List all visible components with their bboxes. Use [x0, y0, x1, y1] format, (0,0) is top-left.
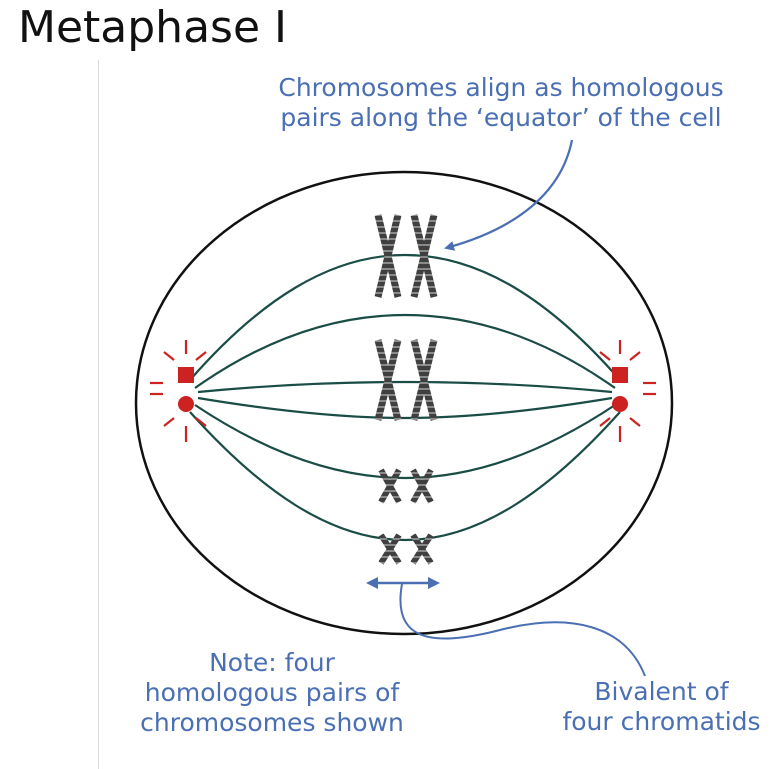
- bivalent-pointer-line: [399, 583, 646, 677]
- bivalent-annotation-line: four chromatids: [562, 707, 761, 736]
- align-annotation: Chromosomes align as homologous pairs al…: [226, 73, 776, 133]
- homologous-pair-1: [374, 214, 438, 298]
- note-annotation-line: chromosomes shown: [140, 708, 404, 737]
- spindle-fiber: [189, 411, 621, 542]
- bivalent-annotation: Bivalent of four chromatids: [554, 677, 769, 737]
- spindle-fiber: [197, 396, 613, 420]
- spindle-fiber: [194, 313, 616, 389]
- spindle-fiber: [189, 253, 621, 381]
- centrosome-right-icon: [599, 340, 656, 442]
- centrosome-left-icon: [150, 340, 207, 442]
- align-pointer-arrow: [444, 139, 574, 251]
- note-annotation-line: homologous pairs of: [144, 678, 400, 707]
- cell-membrane: [134, 170, 674, 636]
- figure-frame: [98, 60, 781, 769]
- homologous-pair-2: [374, 339, 438, 421]
- spindle-fiber: [194, 404, 616, 480]
- double-arrow-icon: [366, 577, 440, 589]
- bivalent-annotation-line: Bivalent of: [594, 677, 729, 706]
- chromosomes: [374, 214, 438, 565]
- spindle-fiber: [197, 380, 613, 394]
- homologous-pair-3: [378, 468, 434, 504]
- align-annotation-line: Chromosomes align as homologous: [278, 73, 724, 102]
- page-title: Metaphase I: [18, 2, 287, 53]
- align-annotation-line: pairs along the ‘equator’ of the cell: [280, 103, 722, 132]
- spindle-fibers: [189, 253, 621, 542]
- homologous-pair-4: [378, 533, 434, 565]
- note-annotation: Note: four homologous pairs of chromosom…: [92, 648, 452, 738]
- note-annotation-line: Note: four: [209, 648, 335, 677]
